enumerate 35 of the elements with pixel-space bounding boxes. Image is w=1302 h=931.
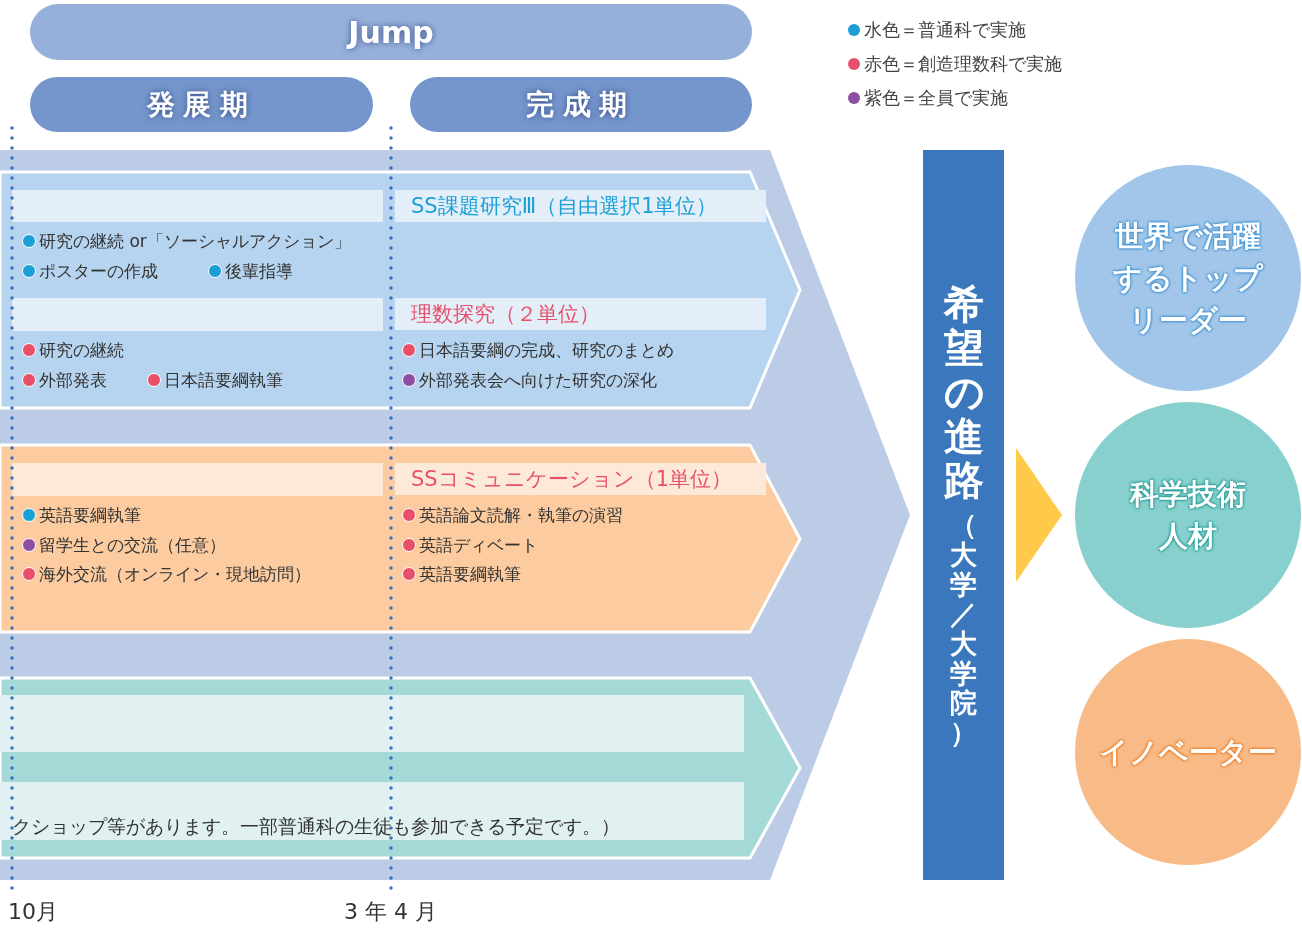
list-item: 研究の継続 or「ソーシャルアクション」 <box>39 230 351 252</box>
course-heading: SS課題研究Ⅲ（自由選択1単位） <box>395 190 766 222</box>
course-heading: SSコミュニケーション（1単位） <box>395 463 766 495</box>
note-text: クショップ等があります。一部普通科の生徒も参加できる予定です。） <box>12 814 620 838</box>
list-item: 日本語要綱の完成、研究のまとめ <box>419 339 674 361</box>
list-item: 外部発表 <box>39 369 107 391</box>
list-item: 英語論文読解・執筆の演習 <box>419 504 623 526</box>
course-heading: 理数探究（２単位） <box>395 298 766 330</box>
list-item: 英語ディベート <box>419 534 538 556</box>
goal-text: イノベーター <box>1098 734 1278 771</box>
list-item: ポスターの作成 <box>39 260 158 282</box>
stage-banner: Jump <box>30 4 752 60</box>
list-item: 日本語要綱執筆 <box>164 369 283 391</box>
date-label: 10月 <box>8 898 58 926</box>
destination-bar <box>923 150 1004 880</box>
list-item: 外部発表会へ向けた研究の深化 <box>419 369 657 391</box>
list-item: 研究の継続 <box>39 339 124 361</box>
legend-text: 紫色＝全員で実施 <box>864 86 1008 110</box>
chevron-band <box>0 445 800 632</box>
chevron-band <box>0 172 800 408</box>
list-item: 留学生との交流（任意） <box>39 534 226 556</box>
goal-text: 科学技術人材 <box>1130 476 1246 555</box>
legend-text: 赤色＝創造理数科で実施 <box>864 52 1062 76</box>
phase-pill: 完成期 <box>410 77 752 132</box>
list-item: 英語要綱執筆 <box>419 563 521 585</box>
destination-title: 希望の進路 <box>943 282 984 503</box>
chevron-band <box>0 678 800 858</box>
legend-text: 水色＝普通科で実施 <box>864 18 1026 42</box>
list-item: 後輩指導 <box>225 260 293 282</box>
goal-text: 世界で活躍するトップリーダー <box>1112 218 1265 339</box>
phase-pill: 発展期 <box>30 77 373 132</box>
destination-subtitle: （大学／大学院） <box>950 510 977 748</box>
date-label: 3 年 4 月 <box>344 898 437 926</box>
list-item: 海外交流（オンライン・現地訪問） <box>39 563 311 585</box>
list-item: 英語要綱執筆 <box>39 504 141 526</box>
